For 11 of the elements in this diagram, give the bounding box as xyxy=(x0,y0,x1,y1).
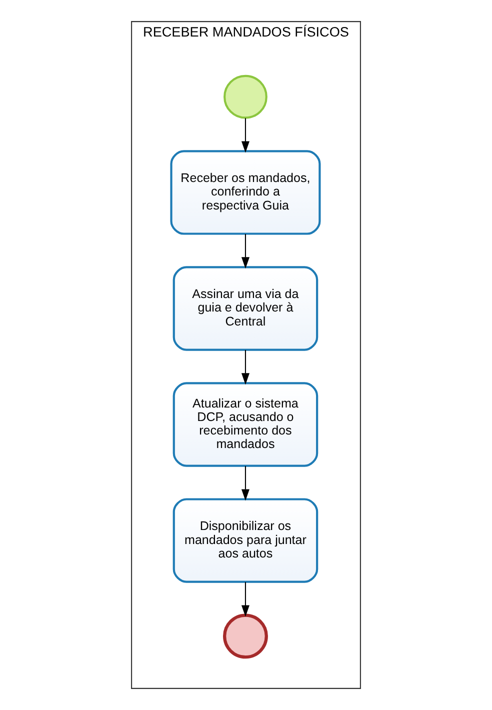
arrow xyxy=(241,582,250,617)
node-box: Receber os mandados, conferindo a respectiva Guia xyxy=(170,150,321,235)
arrow xyxy=(241,234,250,269)
node-circle xyxy=(223,614,268,659)
node-box: Atualizar o sistema DCP, acusando o recebimento dos mandados xyxy=(172,382,318,467)
arrow xyxy=(241,466,250,501)
node-box: Assinar uma via da guia e devolver à Central xyxy=(172,266,318,351)
node-circle xyxy=(224,74,268,119)
arrow xyxy=(241,350,250,385)
arrow xyxy=(241,118,250,153)
node-box: Disponibilizar os mandados para juntar aos autos xyxy=(172,498,318,583)
